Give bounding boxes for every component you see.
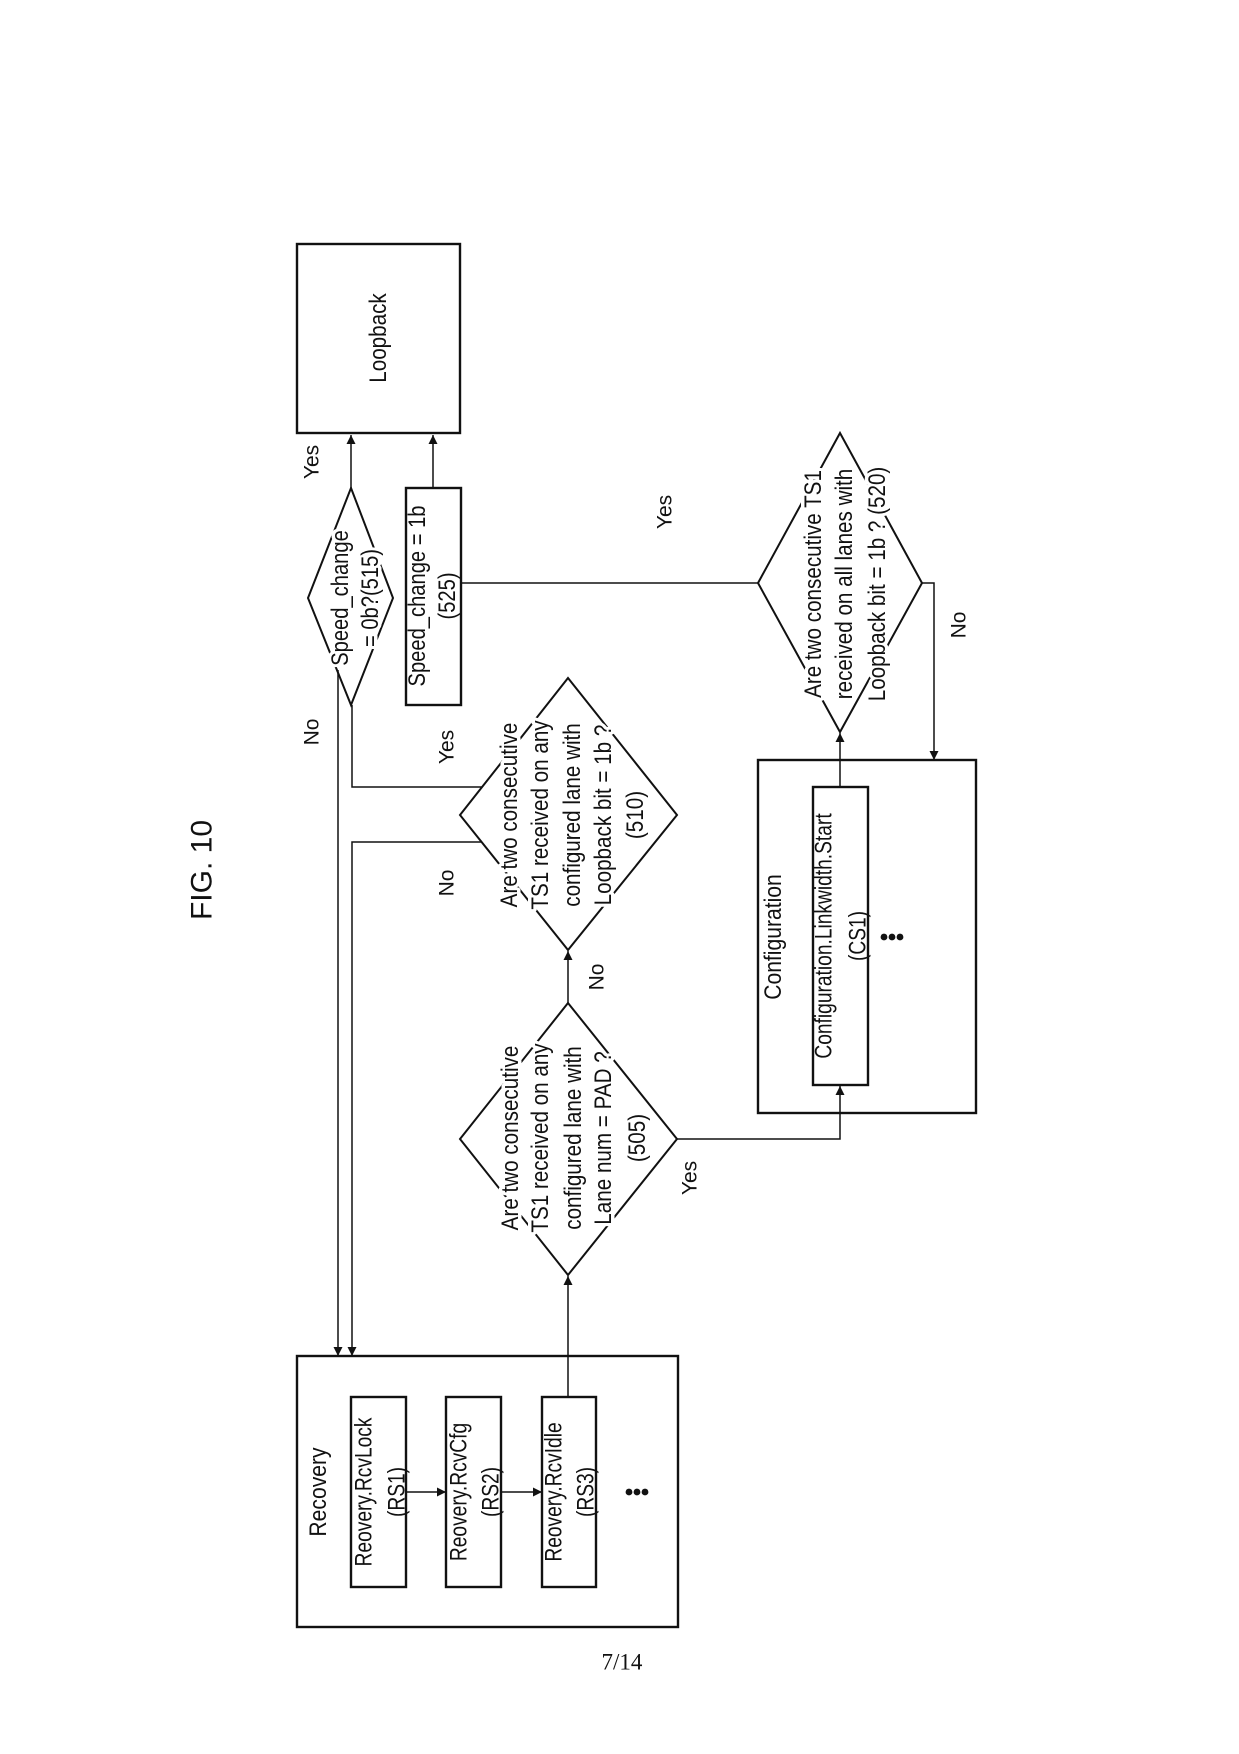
decision-520-line: Are two consecutive TS1 [800, 470, 827, 698]
recovery-label: Recovery [305, 1447, 332, 1537]
substate-rs2-line: Reovery.RcvCfg [444, 1423, 472, 1561]
recovery-state: Recovery Reovery.RcvLock (RS1) Reovery.R… [295, 1354, 680, 1629]
decision-510-line: Loopback bit = 1b ? [590, 725, 617, 906]
decision-515-line: = 0b?(515) [356, 549, 383, 647]
decision-515-diamond [306, 485, 395, 708]
configuration-state: Configuration Configuration.Linkwidth.St… [756, 758, 978, 1115]
recovery-box [295, 1354, 680, 1629]
action-525: Speed_change = 1b (525) [403, 486, 463, 707]
substate-rs3-line: (RS3) [571, 1467, 599, 1517]
configuration-label: Configuration [760, 874, 787, 1000]
decision-505-line: (505) [624, 1114, 651, 1162]
substate-rs2-line: (RS2) [476, 1467, 504, 1517]
edge-label-510-no: No [436, 870, 459, 897]
substate-rs3-line: Reovery.RcvIdle [539, 1422, 567, 1561]
decision-520-line: received on all lanes with [831, 469, 858, 700]
action-525-line: (525) [433, 572, 460, 619]
configuration-box [756, 758, 978, 1115]
substate-rs1-box [349, 1395, 408, 1589]
edge-label-520-no: No [948, 612, 971, 639]
configuration-ellipsis-icon [880, 933, 904, 941]
decision-505: Are two consecutive TS1 received on any … [458, 1001, 679, 1277]
loopback-state: Loopback [295, 242, 462, 435]
decision-505-diamond [458, 1001, 679, 1277]
edge-label-510-yes: Yes [436, 730, 459, 764]
decision-520: Are two consecutive TS1 received on all … [756, 430, 924, 735]
loopback-label: Loopback [365, 293, 392, 383]
recovery-ellipsis-icon [625, 1488, 649, 1496]
substate-rs2-box [444, 1395, 503, 1589]
substate-rs3-box [540, 1395, 598, 1589]
decision-515-line: Speed_change [326, 530, 353, 666]
edge-520-to-configuration [922, 582, 939, 760]
edge-label-515-yes: Yes [301, 445, 324, 479]
decision-505-line: Are two consecutive [497, 1046, 524, 1231]
substate-rs1-line: (RS1) [382, 1467, 410, 1517]
figure-label-group: FIG. 10 [186, 820, 219, 920]
substate-cs1-line: (CS1) [843, 911, 871, 961]
substate-rs1-line: Reovery.RcvLock [349, 1417, 377, 1566]
edge-label-515-no: No [301, 719, 324, 746]
edge-510-to-recovery [347, 841, 482, 1356]
decision-505-line: configured lane with [560, 1046, 587, 1230]
edge-505-to-cs1 [677, 1086, 845, 1140]
decision-510-diamond [458, 676, 679, 952]
action-525-box [404, 486, 463, 707]
edge-labels: No Yes Yes No Yes No Yes No [301, 445, 971, 1195]
edges [333, 435, 939, 1497]
loopback-box [295, 242, 462, 435]
edge-label-505-no: No [586, 964, 609, 991]
decision-510: Are two consecutive TS1 received on any … [458, 676, 679, 952]
decision-510-line: TS1 received on any [527, 720, 554, 910]
decision-510-line: (510) [622, 791, 649, 839]
page-number: 7/14 [602, 1650, 643, 1675]
figure-label: FIG. 10 [186, 820, 219, 920]
substate-cs1-box [811, 785, 870, 1087]
action-525-line: Speed_change = 1b [403, 506, 430, 687]
decision-510-line: configured lane with [559, 723, 586, 907]
decision-510-line: Are two consecutive [496, 723, 523, 908]
decision-520-line: Loopback bit = 1b ? (520) [864, 467, 891, 702]
edge-510-to-515 [351, 705, 482, 788]
substate-cs1-line: Configuration.Linkwidth.Start [809, 813, 837, 1058]
edge-label-520-yes: Yes [654, 495, 677, 529]
decision-505-line: TS1 received on any [527, 1043, 554, 1233]
decision-520-diamond [756, 430, 924, 735]
decision-515: Speed_change = 0b?(515) [306, 485, 395, 708]
edge-label-505-yes: Yes [679, 1161, 702, 1195]
decision-505-line: Lane num = PAD ? [590, 1051, 617, 1224]
